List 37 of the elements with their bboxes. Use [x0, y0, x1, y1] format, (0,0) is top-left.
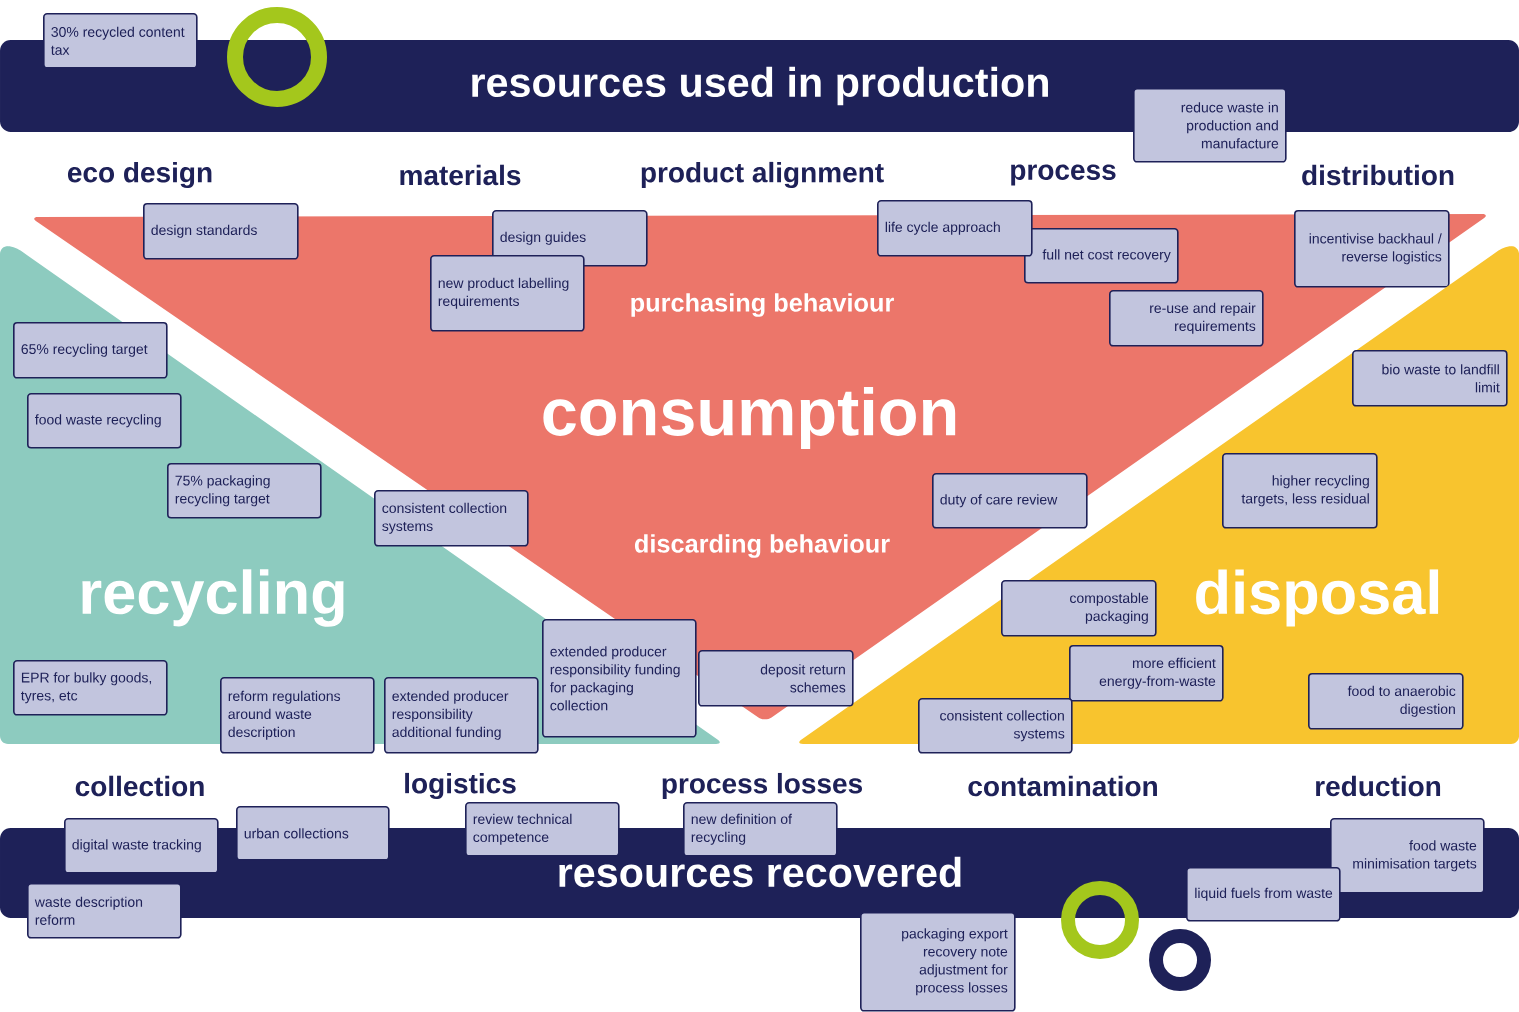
note-card: bio waste to landfill limit	[1352, 350, 1508, 407]
category-heading: process losses	[662, 772, 862, 800]
note-card: more efficient energy-from-waste	[1069, 645, 1224, 702]
note-card: EPR for bulky goods, tyres, etc	[13, 660, 168, 716]
note-card: design standards	[143, 203, 299, 260]
note-card: new product labelling requirements	[430, 255, 585, 332]
note-card: extended producer responsibility additional funding	[384, 677, 539, 754]
note-card: reduce waste in production and manufacture	[1133, 88, 1287, 163]
note-card: higher recycling targets, less residual	[1222, 453, 1378, 529]
category-heading: eco design	[67, 161, 212, 189]
category-heading: process	[1011, 164, 1116, 186]
note-card: 75% packaging recycling target	[167, 463, 322, 519]
note-card: urban collections	[236, 806, 390, 861]
note-card: incentivise backhaul / reverse logistics	[1294, 210, 1450, 288]
category-heading: contamination	[968, 775, 1157, 797]
category-heading: product alignment	[641, 161, 884, 189]
note-card: reform regulations around waste description	[220, 677, 375, 754]
category-heading: logistics	[405, 772, 516, 800]
category-heading: materials	[400, 164, 521, 186]
note-card: waste description reform	[27, 883, 182, 939]
category-heading: distribution	[1302, 164, 1454, 186]
note-card: food to anaerobic digestion	[1308, 673, 1464, 730]
note-card: new definition of recycling	[683, 802, 838, 857]
note-card: 30% recycled content tax	[43, 13, 198, 69]
note-card: review technical competence	[465, 802, 620, 857]
note-card: re-use and repair requirements	[1109, 290, 1264, 347]
category-heading: reduction	[1316, 775, 1441, 797]
note-card: duty of care review	[932, 473, 1088, 529]
note-card: life cycle approach	[877, 200, 1033, 257]
note-card: full net cost recovery	[1024, 228, 1179, 284]
note-card: food waste recycling	[27, 393, 182, 449]
note-card: packaging export recovery note adjustment for process losses	[860, 912, 1016, 1012]
note-card: 65% recycling target	[13, 322, 168, 379]
note-card: consistent collection systems	[374, 490, 529, 547]
note-card: digital waste tracking	[64, 818, 219, 874]
note-card: consistent collection systems	[918, 698, 1073, 754]
category-heading: collection	[75, 775, 204, 797]
